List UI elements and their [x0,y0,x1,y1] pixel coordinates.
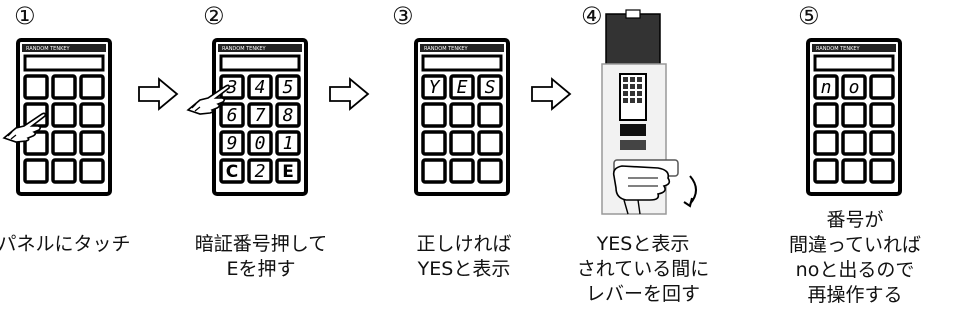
right-arrow-icon [531,77,572,111]
key-digit: 6 [227,105,238,126]
key-digit: 1 [283,133,294,154]
key-digit: 7 [255,105,266,126]
step-5-caption: 番号が 間違っていれば noと出るので 再操作する [780,208,930,308]
step-2-caption: 暗証番号押して Eを押す [178,232,344,282]
key-digit: 4 [255,77,266,98]
step-4-caption: YESと表示 されている間に レバーを回す [568,232,718,307]
right-arrow-icon [138,77,179,111]
caption-line: YESと表示 [596,233,690,255]
right-arrow-icon [329,77,370,111]
caption-line: されている間に [576,258,710,280]
key-enter: E [282,162,294,182]
step-2-number: ② [203,2,225,30]
key-digit: 2 [255,161,266,182]
key-letter-o: o [849,77,860,98]
step-5-brand-text: RANDOM TENKEY [816,46,861,52]
caption-line: 番号が [826,209,884,231]
key-digit: 9 [227,133,238,154]
rotate-arrow-icon [683,175,697,208]
step-1-number: ① [14,2,36,30]
key-letter-y: Y [429,77,441,98]
key-digit: 5 [283,77,294,98]
step-4-lock-lever [601,9,697,215]
key-digit: 0 [255,133,266,154]
step-1-caption: パネルにタッチ [0,232,132,257]
pointing-hand-icon [186,84,230,115]
step-1-brand-text: RANDOM TENKEY [26,46,71,52]
hand-turning-lever-icon [612,165,671,215]
caption-line: 正しければ [416,233,512,255]
caption-line: 暗証番号押して [194,233,328,255]
caption-line: 再操作する [807,284,903,306]
step-3-keypad: RANDOM TENKEY Y E S [414,38,510,196]
step-2-keypad: RANDOM TENKEY 3 4 5 6 7 8 9 0 1 C 2 E [212,38,308,196]
caption-line: YESと表示 [417,258,511,280]
key-letter-s: S [485,77,496,98]
step-3-number: ③ [392,2,414,30]
key-digit: 3 [226,77,238,98]
key-letter-n: n [821,77,832,98]
caption-line: noと出るので [795,259,915,281]
step-2-brand-text: RANDOM TENKEY [222,46,267,52]
step-5-keypad: RANDOM TENKEY n o [806,38,902,196]
caption-line: Eを押す [226,258,296,280]
step-1-keypad: RANDOM TENKEY [16,38,112,196]
caption-line: パネルにタッチ [0,233,131,255]
pointing-hand-icon [2,112,46,143]
key-clear: C [226,162,238,182]
caption-line: レバーを回す [585,283,700,305]
key-letter-e: E [457,77,468,98]
step-3-caption: 正しければ YESと表示 [396,232,532,282]
key-digit: 8 [283,105,294,126]
step-3-brand-text: RANDOM TENKEY [424,46,469,52]
step-4-number: ④ [581,2,603,30]
step-5-number: ⑤ [798,2,820,30]
caption-line: 間違っていれば [788,234,922,256]
